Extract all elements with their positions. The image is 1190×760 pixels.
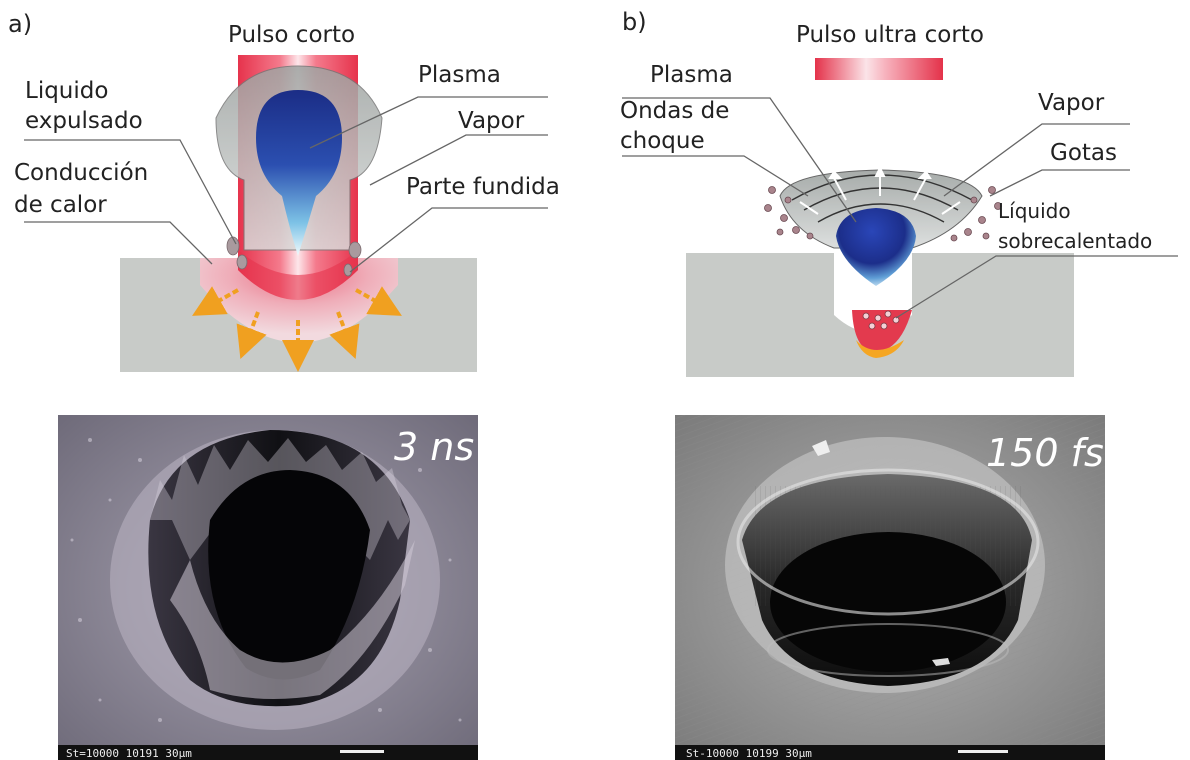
label-conduccion-a-2: de calor [14,192,107,218]
label-liquido-b-1: Líquido [998,199,1071,223]
overlay-3ns: 3 ns [394,425,474,469]
panel-b-tag: b) [622,8,647,36]
label-ondas-b-2: choque [620,128,705,154]
scale-text-b: St-10000 10199 30μm [686,747,812,760]
label-parte-fundida-a: Parte fundida [406,174,560,200]
panel-a-title: Pulso corto [228,22,355,48]
panel-a-tag: a) [8,10,32,38]
panel-a-schematic: a) Pulso corto [8,10,560,372]
label-vapor-b: Vapor [1038,90,1105,116]
micrograph-a: St=10000 10191 30μm 3 ns [58,415,478,760]
label-liquido-a-2: expulsado [25,108,143,134]
panel-b-title: Pulso ultra corto [796,22,984,48]
label-plasma-b: Plasma [650,62,733,88]
overlay-150fs: 150 fs [986,431,1104,475]
pulse-bar-b [815,58,943,80]
label-vapor-a: Vapor [458,108,525,134]
scale-text-a: St=10000 10191 30μm [66,747,192,760]
micrograph-b: St-10000 10199 30μm 150 fs [675,415,1105,760]
label-conduccion-a-1: Conducción [14,160,148,186]
label-liquido-a-1: Liquido [25,78,108,104]
panel-b-schematic: b) Pulso ultra corto [620,8,1178,377]
label-gotas-b: Gotas [1050,140,1117,166]
label-liquido-b-2: sobrecalentado [998,229,1152,253]
label-ondas-b-1: Ondas de [620,98,729,124]
label-plasma-a: Plasma [418,62,501,88]
